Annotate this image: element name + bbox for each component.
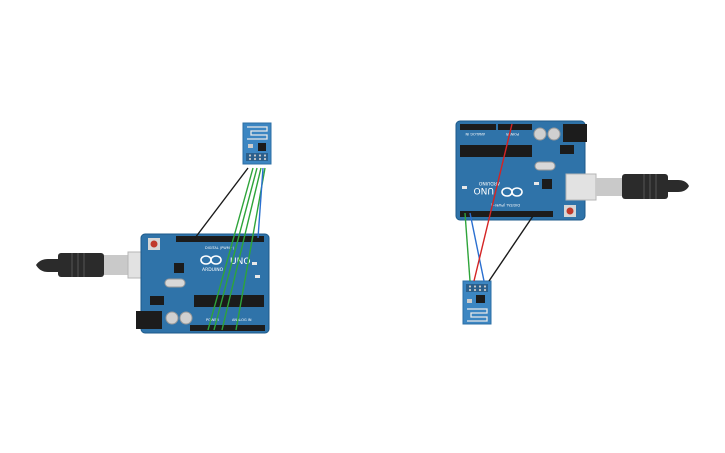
nrf-chip (258, 143, 266, 151)
wire-green-left-3[interactable] (221, 167, 262, 331)
arduino-uno-left[interactable]: ARDUINO UNO DIGITAL (PWM~) ANALOG IN POW… (136, 233, 270, 334)
crystal (534, 161, 556, 171)
header-bottom-label: ANALOG IN (232, 318, 252, 322)
antenna-trace (467, 308, 488, 322)
atmega-chip (460, 145, 532, 157)
wires-right[interactable] (464, 123, 534, 282)
power-header[interactable] (498, 124, 532, 130)
antenna-trace (247, 126, 268, 140)
wire-red-right[interactable] (473, 123, 513, 282)
wire-green-right[interactable] (464, 212, 471, 282)
nrf24-module-right[interactable] (462, 280, 492, 325)
digital-header[interactable] (176, 236, 264, 242)
nrf24-module-left[interactable] (242, 122, 272, 165)
wire-blue-right[interactable] (469, 212, 485, 282)
wire-green-left-2[interactable] (213, 167, 258, 331)
board-logo-text: ARDUINO (202, 267, 224, 273)
header-top-label: DIGITAL (PWM~) (490, 203, 520, 207)
nrf-chip (476, 295, 485, 303)
power-label: POWER (505, 132, 519, 136)
on-led (534, 182, 539, 185)
tx-led (252, 262, 257, 265)
on-led (255, 275, 260, 278)
arduino-logo (501, 187, 523, 197)
nrf-pin-header[interactable] (246, 153, 268, 161)
header-bottom-label: ANALOG IN (465, 132, 485, 136)
board-model-text: UNO (474, 185, 494, 195)
wire-green-left-4[interactable] (235, 167, 266, 331)
usb-port (565, 173, 597, 201)
wire-black-left[interactable] (194, 167, 249, 239)
analog-header[interactable] (460, 124, 496, 130)
capacitor-1 (533, 127, 547, 141)
board-logo-text: ARDUINO (478, 180, 500, 186)
header-top-label: DIGITAL (PWM~) (205, 246, 235, 250)
board-model-text: UNO (230, 257, 250, 267)
wire-blue-left[interactable] (257, 167, 264, 239)
arduino-logo (200, 255, 222, 265)
power-label: POWER (206, 318, 220, 322)
crystal (164, 278, 186, 288)
power-jack[interactable] (563, 124, 587, 142)
arduino-uno-right[interactable]: ARDUINO UNO DIGITAL (PWM~) ANALOG IN POW… (455, 120, 597, 221)
analog-header[interactable] (190, 325, 265, 331)
tx-led (462, 186, 467, 189)
usb-cable-right[interactable] (596, 174, 689, 199)
capacitor-1 (165, 311, 179, 325)
capacitor-2 (179, 311, 193, 325)
nrf-pin-header[interactable] (466, 284, 488, 292)
wire-green-left-1[interactable] (207, 167, 254, 331)
digital-header[interactable] (460, 211, 553, 217)
capacitor-2 (547, 127, 561, 141)
wire-black-right[interactable] (488, 215, 534, 282)
wires-left[interactable] (194, 167, 266, 331)
power-jack[interactable] (136, 311, 162, 329)
